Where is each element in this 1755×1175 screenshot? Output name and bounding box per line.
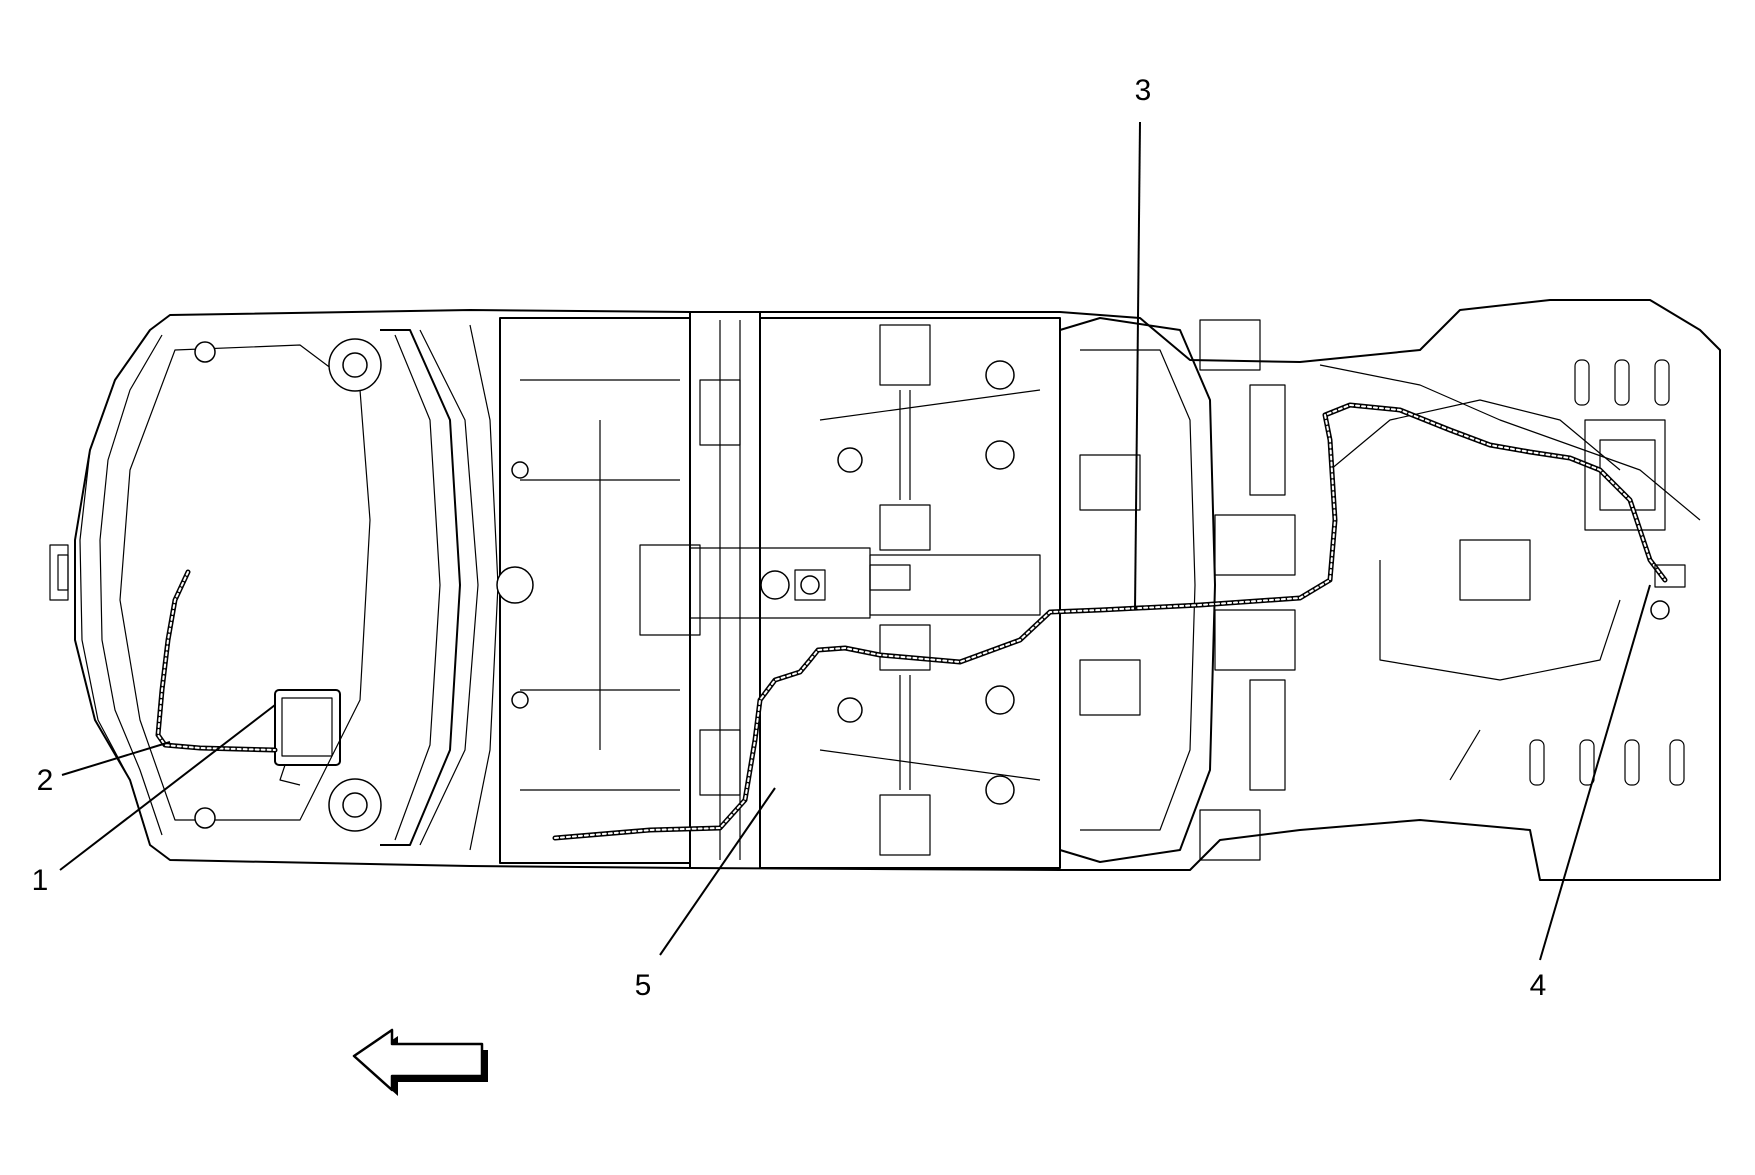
callout-5: 5 xyxy=(635,969,652,1002)
leader-4 xyxy=(1539,584,1651,961)
leader-1 xyxy=(59,704,276,871)
callout-2: 2 xyxy=(37,764,54,797)
callout-labels: 1 2 3 4 5 xyxy=(32,74,1547,1002)
callout-3: 3 xyxy=(1135,74,1152,107)
callout-4: 4 xyxy=(1530,969,1547,1002)
leader-5 xyxy=(659,787,776,956)
leader-3 xyxy=(1134,121,1141,611)
callout-leaders xyxy=(59,121,1651,961)
callout-1: 1 xyxy=(32,864,49,897)
arrow-left-icon xyxy=(352,1028,488,1096)
module-box xyxy=(274,689,341,786)
leader-2 xyxy=(61,741,171,776)
underbody-outline xyxy=(49,299,1721,881)
wiring-harness xyxy=(155,402,1686,841)
